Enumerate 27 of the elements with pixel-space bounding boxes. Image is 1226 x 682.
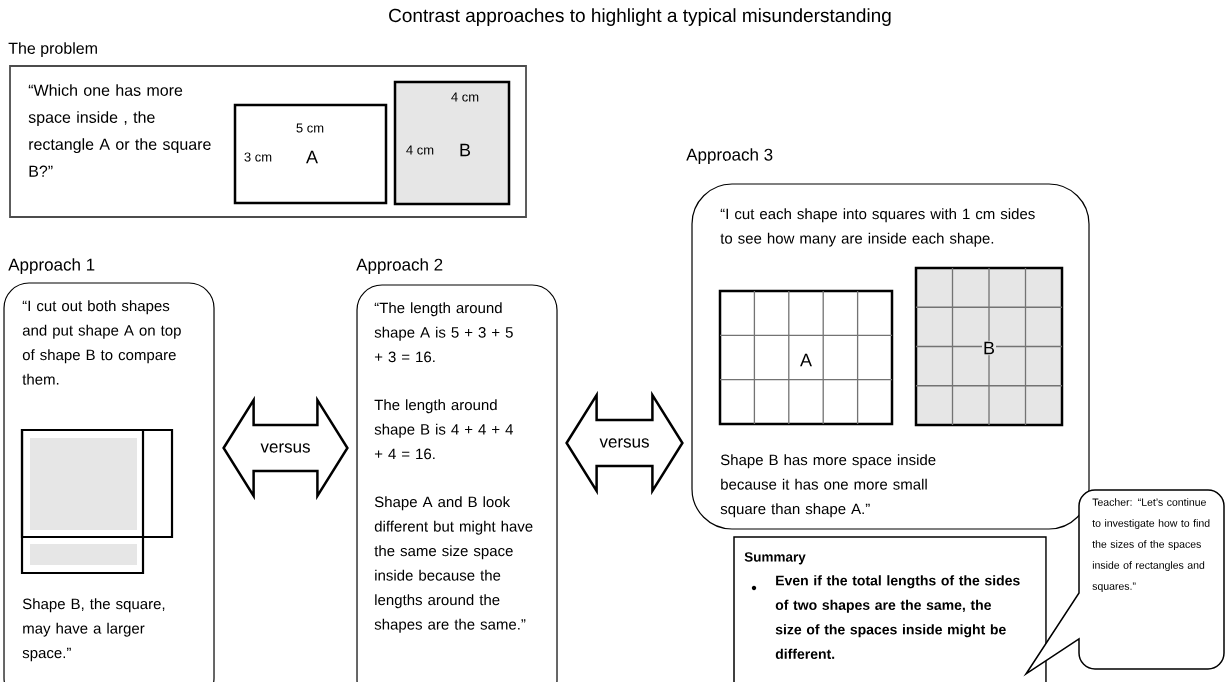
answer-text: “The length around shape A is 5 + 3 + 5 + 3 = 16. [374, 302, 513, 363]
summary-text: Even if the total lengths of the sides of two shapes are the same, the size of the spaces inside might be different. [775, 575, 1020, 659]
double-arrow [565, 390, 684, 496]
answer-text: Shape B, the square, may have a larger space.” [22, 598, 165, 662]
question-text: “Which one has more space inside , the rectangle A or the square B?” [28, 84, 211, 177]
answer-text: “I cut out both shapes and put shape A on top of shape B to compare them. [22, 300, 181, 385]
title: Contrast approaches to highlight a typical misunderstanding [389, 8, 891, 26]
approach-heading: Approach 3 [686, 148, 773, 165]
dimension-label: 4 cm [451, 92, 479, 102]
double-arrow [222, 395, 349, 501]
dimension-label: 3 cm [244, 152, 272, 162]
shape-letter: B [460, 143, 471, 157]
shape-letter: A [799, 352, 813, 368]
section-heading: The problem [8, 42, 97, 58]
shape-letter: A [306, 150, 318, 164]
approach-heading: Approach 1 [8, 258, 95, 275]
edge-label: versus [260, 443, 310, 453]
answer-text: Shape A and B look different but might have the same size space inside because the lengths around the shapes are the same.” [374, 496, 533, 633]
approach-heading: Approach 2 [356, 258, 443, 275]
dimension-label: 5 cm [296, 123, 324, 133]
summary-heading: Summary [744, 552, 806, 565]
speech-text: Teacher: “Let’s continue to investigate how to find the sizes of the spaces inside of rectangles and squares.” [1092, 498, 1210, 592]
answer-text: “I cut each shape into squares with 1 cm sides to see how many are inside each shape. [720, 208, 1035, 247]
answer-text: The length around shape B is 4 + 4 + 4 + 4 = 16. [374, 399, 513, 460]
dimension-label: 4 cm [406, 145, 434, 155]
edge-label: versus [599, 438, 649, 448]
answer-text: Shape B has more space inside because it has one more small square than shape A.” [720, 454, 936, 518]
